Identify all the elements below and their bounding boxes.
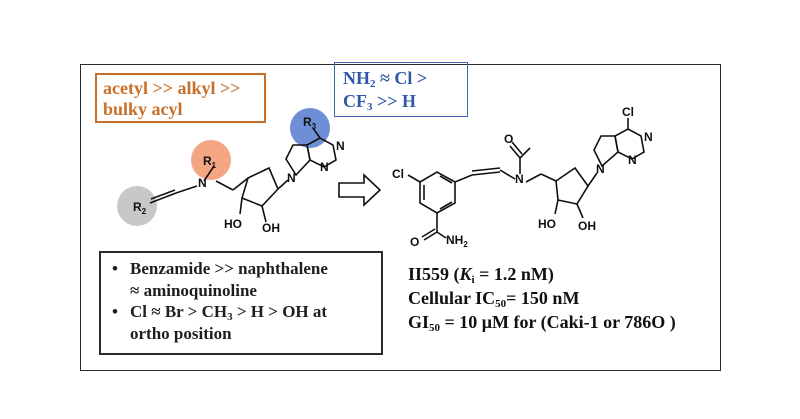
product-oh-label: OH (578, 219, 596, 233)
oh-label: OH (262, 221, 280, 235)
amide-o-label: O (410, 235, 419, 249)
r2-highlight-circle (117, 186, 157, 226)
amine-n-label: N (198, 176, 207, 190)
compound-ic50-line: Cellular IC50= 150 nM (408, 288, 580, 310)
r3-sar-line1: NH2 ≈ Cl > (343, 68, 428, 90)
r1-label: R1 (203, 154, 217, 170)
product-ring-n1-label: N (596, 162, 605, 176)
reaction-arrow (338, 173, 382, 207)
amide-nh2-label: NH2 (446, 233, 468, 249)
acyl-sar-box: acetyl >> alkyl >> bulky acyl (95, 73, 266, 123)
aryl-sar-item-2-cont: ortho position (130, 323, 232, 343)
ho-label: HO (224, 217, 242, 231)
product-structure (407, 118, 645, 241)
compound-activity-data: II559 (Ki = 1.2 nM) Cellular IC50= 150 n… (408, 262, 676, 334)
aryl-sar-item-1: • Benzamide >> naphthalene (112, 259, 328, 278)
cl-top-label: Cl (622, 105, 634, 119)
r2-label: R2 (133, 200, 147, 216)
scaffold-atom-labels: R2 R1 R3 N N N N HO OH (133, 115, 345, 235)
compound-ki-line: II559 (Ki = 1.2 nM) (408, 264, 554, 286)
product-amine-n-label: N (515, 172, 524, 186)
aryl-sar-item-2: • Cl ≈ Br > CH3 > H > OH at (112, 302, 328, 323)
scaffold-structure (117, 108, 337, 226)
acyl-sar-line2: bulky acyl (103, 99, 183, 119)
ring-n3-label: N (336, 139, 345, 153)
r3-sar-line2: CF3 >> H (343, 91, 417, 113)
product-ho-label: HO (538, 217, 556, 231)
aryl-sar-box: • Benzamide >> naphthalene ≈ aminoquinol… (99, 251, 383, 355)
aryl-sar-item-1-cont: ≈ aminoquinoline (130, 280, 257, 300)
r1-highlight-circle (191, 140, 231, 180)
figure-frame (80, 64, 721, 371)
ring-n1-label: N (287, 171, 296, 185)
r3-sar-box: NH2 ≈ Cl > CF3 >> H (334, 62, 468, 117)
acyl-sar-line1: acetyl >> alkyl >> (103, 78, 241, 98)
compound-gi50-line: GI50 = 10 μM for (Caki-1 or 786O ) (408, 312, 676, 334)
product-ring-n3-label: N (644, 130, 653, 144)
cl-left-label: Cl (392, 167, 404, 181)
ring-n2-label: N (320, 160, 329, 174)
r3-label: R3 (303, 115, 317, 131)
acetyl-o-label: O (504, 132, 513, 146)
product-ring-n2-label: N (628, 153, 637, 167)
product-atom-labels: Cl Cl O N N N N O NH2 HO OH (392, 105, 653, 249)
